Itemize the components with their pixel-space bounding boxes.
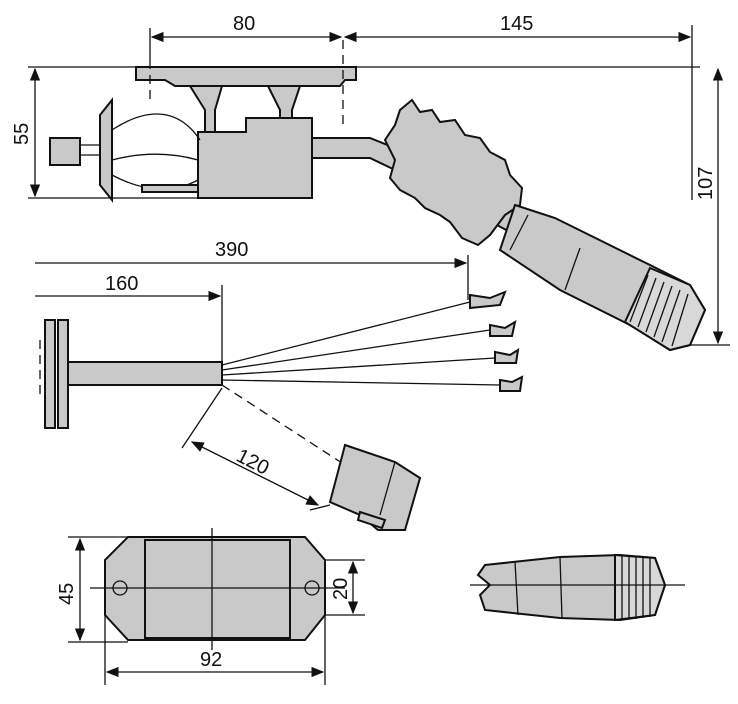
dimension-45: 45: [56, 536, 128, 643]
dim-label-390: 390: [215, 239, 248, 261]
dimension-390: 390: [35, 239, 469, 300]
dim-label-120: 120: [233, 445, 273, 480]
dim-label-80: 80: [233, 13, 255, 35]
handle-end-view: [470, 553, 685, 622]
dimension-80: 80: [149, 13, 343, 60]
dim-label-160: 160: [105, 273, 138, 295]
cable-assembly: [39, 290, 524, 531]
dimension-55: 55: [11, 66, 200, 199]
dimension-120: 120: [181, 387, 331, 511]
knurl-lines: [629, 274, 689, 347]
switch-side-view: [49, 40, 707, 352]
dim-label-55: 55: [11, 123, 33, 145]
dim-label-145: 145: [500, 13, 533, 35]
dim-label-107: 107: [695, 167, 717, 200]
module-top-view: [90, 528, 345, 650]
dimension-145: 145: [343, 13, 693, 200]
dimension-20: 20: [325, 559, 365, 616]
dim-label-92: 92: [200, 649, 222, 671]
dimension-107: 107: [690, 67, 730, 346]
dimension-92: 92: [104, 615, 326, 685]
dim-label-20: 20: [330, 578, 352, 600]
dimension-160: 160: [35, 273, 223, 362]
dim-label-45: 45: [56, 583, 78, 605]
